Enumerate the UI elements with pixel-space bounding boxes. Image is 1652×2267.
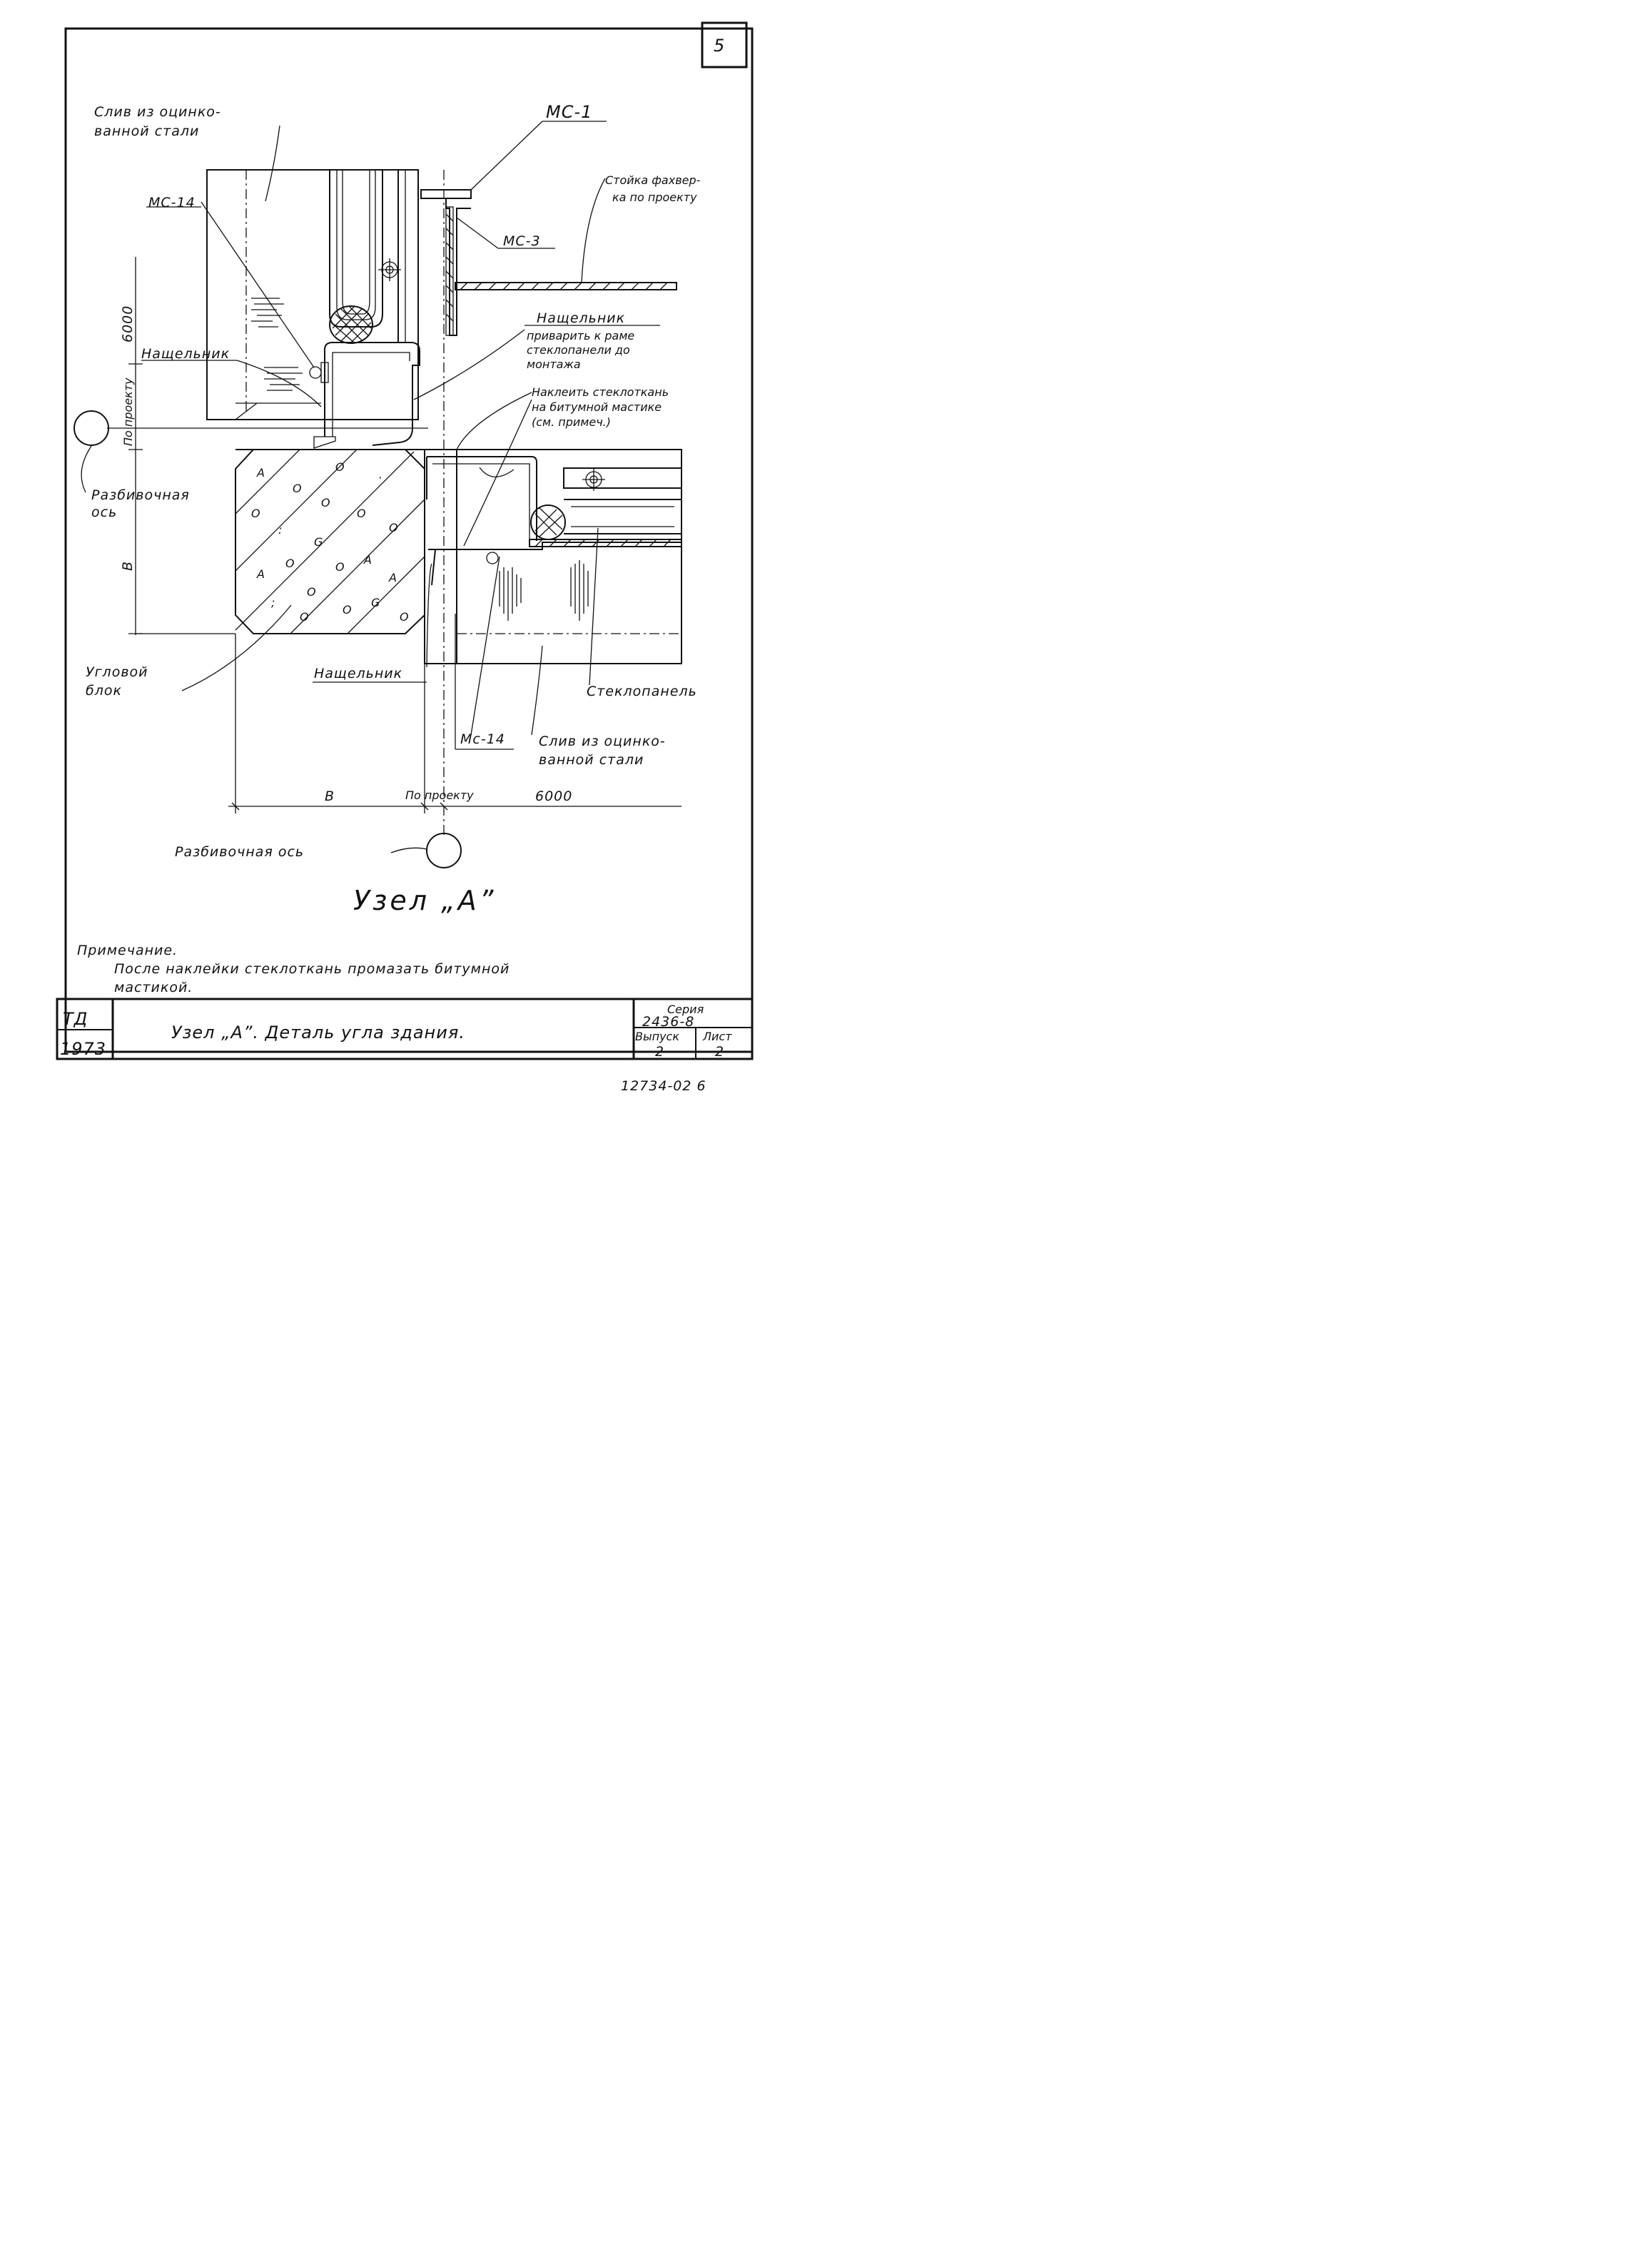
label-nashchelnik-right: Нащельник	[537, 310, 625, 326]
title-block	[56, 998, 754, 1060]
label-uglovoy-2: блок	[86, 683, 122, 699]
note-title: Примечание.	[77, 943, 178, 958]
label-ms14-top: МС-14	[148, 195, 196, 211]
label-sliv-bottom-2: ванной стали	[539, 752, 644, 768]
svg-text:O: O	[307, 585, 316, 599]
label-razbivochnaya-left-1: Разбивочная	[91, 487, 190, 503]
sheet-number-box	[701, 21, 748, 69]
svg-text:;: ;	[271, 596, 275, 609]
svg-text:O: O	[357, 507, 366, 520]
top-panel-outline	[206, 169, 419, 420]
svg-text:A: A	[256, 466, 265, 480]
label-razbivochnaya-left-2: ось	[91, 504, 117, 520]
title-block-series-label: Серия	[667, 1003, 704, 1016]
label-sliv-top-2: ванной стали	[94, 123, 199, 139]
label-nashchelnik-bottom: Нащельник	[314, 666, 402, 681]
label-steklopanel: Стеклопанель	[587, 684, 697, 699]
label-po-proektu-horizontal: По проекту	[405, 788, 474, 802]
note-line-2: мастикой.	[114, 980, 193, 995]
label-nashchelnik-left: Нащельник	[141, 346, 230, 362]
upper-gasket	[329, 305, 373, 344]
title-block-org: ТД	[63, 1009, 88, 1029]
upper-glass-panel-profile	[329, 170, 406, 343]
node-title: Узел „А”	[353, 885, 496, 916]
label-privarit-2: стеклопанели до	[527, 343, 630, 357]
label-razbivochnaya-bottom: Разбивочная ось	[175, 844, 304, 860]
label-nakleit-2: на битумной мастике	[532, 400, 662, 414]
label-dim-6000-horizontal: 6000	[535, 788, 572, 804]
label-po-proektu-vertical: По проекту	[121, 377, 135, 446]
svg-text:O: O	[293, 482, 302, 495]
title-block-sheet-label: Лист	[702, 1030, 732, 1043]
svg-text:A: A	[363, 553, 372, 567]
leader-lines	[81, 121, 660, 853]
title-block-sheet-value: 2	[715, 1044, 724, 1060]
svg-text:O: O	[343, 603, 352, 617]
label-ms3: МС-3	[503, 233, 541, 249]
axis-circle-bottom	[426, 833, 462, 868]
label-uglovoy-1: Угловой	[86, 664, 148, 680]
svg-text:O: O	[335, 460, 345, 474]
svg-text:O: O	[251, 507, 260, 520]
label-nakleit-1: Наклеить стеклоткань	[532, 385, 669, 399]
sheet-number: 5	[714, 36, 725, 56]
drawing-sheet: 5	[56, 21, 754, 1094]
svg-text::: :	[278, 523, 282, 537]
label-dim-b-horizontal: В	[325, 788, 335, 804]
title-block-issue-label: Выпуск	[635, 1030, 679, 1043]
label-privarit-3: монтажа	[527, 357, 581, 371]
label-sliv-bottom-1: Слив из оцинко-	[539, 734, 666, 749]
svg-text:G: G	[314, 535, 323, 549]
upper-nashchelnik-profile	[309, 342, 420, 449]
svg-text:G: G	[371, 596, 380, 609]
label-stoika-1: Стойка фахвер-	[605, 173, 701, 187]
title-block-series-value: 2436-8	[642, 1014, 694, 1030]
svg-text:·: ·	[378, 471, 382, 485]
label-privarit-1: приварить к раме	[527, 329, 634, 343]
svg-text:A: A	[256, 567, 265, 581]
right-glass-panel	[424, 449, 682, 664]
label-nakleit-3: (см. примеч.)	[532, 415, 611, 429]
label-stoika-2: ка по проекту	[612, 191, 697, 204]
archive-number: 12734-02 6	[621, 1078, 706, 1094]
svg-text:O: O	[400, 610, 409, 624]
svg-text:A: A	[388, 571, 397, 584]
label-sliv-top-1: Слив из оцинко-	[94, 104, 221, 120]
svg-text:O: O	[389, 521, 398, 534]
title-block-issue-value: 2	[655, 1044, 664, 1060]
svg-text:O: O	[285, 557, 295, 570]
label-dim-6000-vertical: 6000	[120, 305, 136, 343]
title-block-year: 1973	[60, 1039, 106, 1059]
label-dim-b-vertical: В	[120, 561, 136, 571]
sheet-frame	[64, 21, 754, 1053]
svg-text:O: O	[300, 610, 309, 624]
corner-block: AOO O·O :OO GOA OAA ;OO GOO	[235, 449, 425, 634]
column-bracket	[420, 189, 677, 336]
label-ms14-bottom: Мс-14	[460, 731, 505, 747]
svg-text:O: O	[335, 560, 345, 574]
title-block-title: Узел „А”. Деталь угла здания.	[171, 1023, 465, 1043]
svg-text:O: O	[321, 496, 330, 509]
note-line-1: После наклейки стеклоткань промазать бит…	[114, 961, 510, 977]
label-ms1: МС-1	[546, 102, 592, 122]
axis-circle-left	[74, 410, 109, 446]
dimension-lines	[128, 257, 681, 813]
